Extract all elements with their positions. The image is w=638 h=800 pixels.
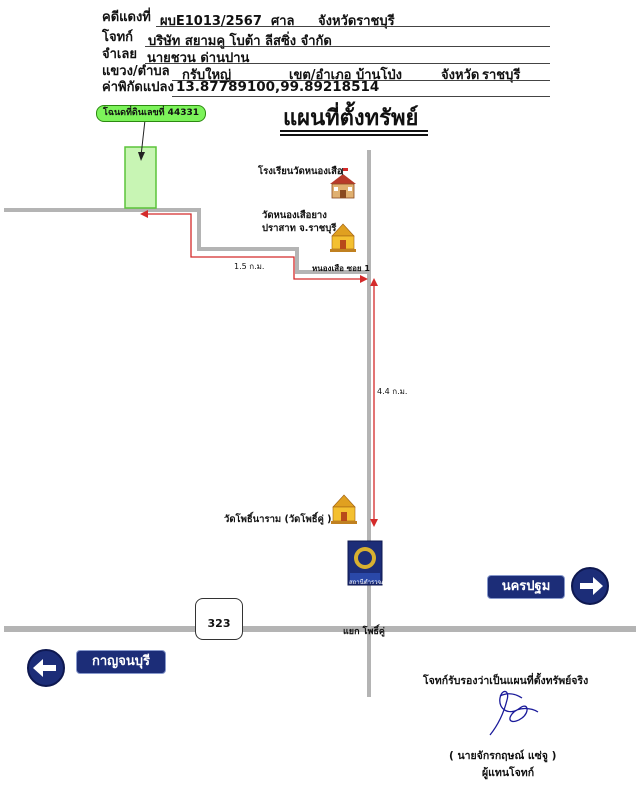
district-label: เขต/อำเภอ — [289, 68, 352, 83]
direction-sign-east: นครปฐม — [487, 575, 565, 599]
certification-text: โจทก์รับรองว่าเป็นแผนที่ตั้งทรัพย์จริง — [423, 675, 589, 687]
route-arrowhead — [370, 278, 378, 286]
defendant-row: จำเลย — [102, 47, 137, 63]
signer-role: ผู้แทนโจทก์ — [482, 767, 535, 779]
parcel-pointer-head — [138, 152, 145, 161]
header-rule — [156, 26, 550, 27]
coord-row: ค่าพิกัดแปลง — [102, 80, 174, 96]
plaintiff-label: โจทก์ — [102, 30, 134, 45]
title-underline — [280, 134, 428, 136]
defendant-label: จำเลย — [102, 47, 137, 62]
defendant-name: นายชวน ด่านปาน — [147, 51, 250, 66]
police-station-icon — [347, 540, 383, 586]
case-label: คดีแดงที่ — [102, 10, 151, 25]
roads — [4, 150, 636, 697]
plaintiff-row: โจทก์ — [102, 30, 133, 46]
coordinates: 13.87789100,99.89218514 — [176, 79, 380, 95]
arrow-left-icon — [27, 649, 65, 687]
header-rule — [172, 80, 550, 81]
map-title: แผนที่ตั้งทรัพย์ — [283, 106, 419, 131]
case-row: คดีแดงที่ — [102, 10, 151, 26]
route-line — [145, 213, 364, 280]
temple-2-label: วัดโพธิ์นาราม (วัดโพธิ์คู่ ) — [224, 514, 332, 525]
signer-name: ( นายจักรกฤษณ์ แซ่จู ) — [449, 750, 557, 762]
coord-label: ค่าพิกัดแปลง — [102, 80, 174, 95]
road-local — [4, 208, 369, 274]
court-label: ศาล — [271, 14, 295, 29]
junction-label: แยก โพธิ์คู่ — [343, 627, 385, 637]
parcel-badge: โฉนดที่ดินเลขที่ 44331 — [96, 105, 206, 122]
court-name: จังหวัดราชบุรี — [318, 14, 395, 29]
police-badge-text: สถานีตำรวจภูธร — [349, 579, 392, 586]
highway-number: 323 — [207, 617, 231, 630]
case-number: ผบE1013/2567 — [160, 14, 262, 29]
route-path — [145, 213, 375, 522]
temple-icon — [330, 223, 356, 252]
temple-icon — [331, 494, 357, 524]
province-name: ราชบุรี — [482, 68, 521, 83]
route-arrowhead — [370, 519, 378, 527]
distance-label: 1.5 ก.ม. — [234, 262, 265, 271]
header-rule — [145, 46, 550, 47]
plaintiff-name: บริษัท สยามคู โบต้า ลีสซิ่ง จำกัด — [148, 34, 332, 49]
subdistrict-label: แขวง/ตำบล — [102, 64, 170, 79]
school-label: โรงเรียนวัดหนองเสือ — [258, 166, 343, 177]
highway-shield: 323 — [195, 598, 243, 640]
district-name: บ้านโป่ง — [356, 68, 403, 83]
province-label: จังหวัด — [441, 68, 480, 83]
parcel-pointer — [140, 119, 146, 157]
route-arrowhead — [360, 275, 368, 283]
school-building-icon — [330, 168, 356, 199]
subdistrict-name: กรับใหญ่ — [182, 68, 232, 83]
signature-icon — [489, 690, 539, 736]
location-row: แขวง/ตำบล — [102, 64, 170, 80]
title-underline — [280, 130, 428, 132]
header-rule — [145, 63, 550, 64]
route-arrowhead — [140, 210, 148, 218]
header-rule — [172, 96, 550, 97]
soi-label: หนองเสือ ซอย 1 — [312, 264, 370, 273]
direction-sign-west: กาญจนบุรี — [76, 650, 166, 674]
arrow-right-icon — [571, 567, 609, 605]
temple-1-label-line2: ปราสาท จ.ราชบุรี — [262, 223, 337, 234]
distance-label: 4.4 ก.ม. — [377, 387, 408, 396]
temple-1-label-line1: วัดหนองเสือยาง — [262, 210, 327, 221]
